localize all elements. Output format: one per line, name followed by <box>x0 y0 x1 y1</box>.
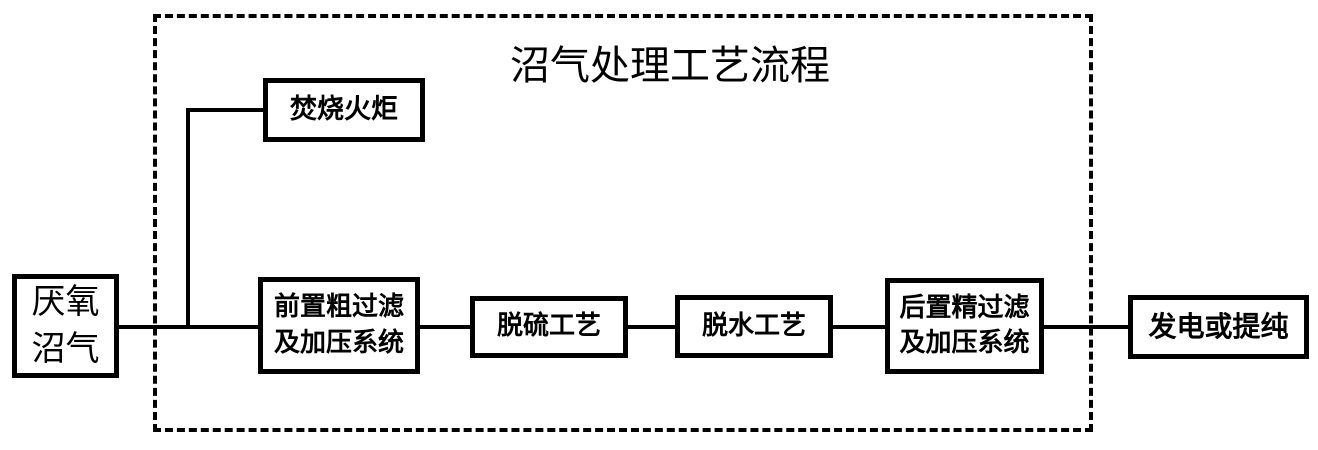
node-power-generation-or-purification: 发电或提纯 <box>1128 295 1309 359</box>
diagram-title: 沼气处理工艺流程 <box>510 43 830 89</box>
node-flare-combustion: 焚烧火炬 <box>263 78 425 142</box>
node-post-fine-filter-line2: 及加压系统 <box>899 328 1030 358</box>
node-desulfurization-process: 脱硫工艺 <box>470 296 628 358</box>
node-power-generation-label: 发电或提纯 <box>1148 309 1289 343</box>
node-pre-coarse-filter-line2: 及加压系统 <box>273 327 404 358</box>
node-post-fine-filter-line1: 后置精过滤 <box>899 292 1030 323</box>
node-dewatering-process: 脱水工艺 <box>675 295 833 358</box>
node-pre-coarse-filter-pressurization: 前置粗过滤 及加压系统 <box>258 277 420 374</box>
node-desulfurization-label: 脱硫工艺 <box>496 311 601 342</box>
node-pre-coarse-filter-line1: 前置粗过滤 <box>273 292 404 323</box>
node-dewatering-label: 脱水工艺 <box>701 310 806 341</box>
connector-flare-branch-horizontal <box>186 108 267 112</box>
node-anaerobic-biogas-line1: 厌氧 <box>31 282 100 323</box>
connector-flare-branch-vertical <box>186 108 190 329</box>
node-flare-combustion-label: 焚烧火炬 <box>290 94 398 126</box>
process-boundary-dashed-frame <box>153 14 1093 432</box>
node-anaerobic-biogas: 厌氧 沼气 <box>12 274 119 378</box>
node-post-fine-filter-pressurization: 后置精过滤 及加压系统 <box>885 278 1044 374</box>
node-anaerobic-biogas-line2: 沼气 <box>31 329 100 369</box>
